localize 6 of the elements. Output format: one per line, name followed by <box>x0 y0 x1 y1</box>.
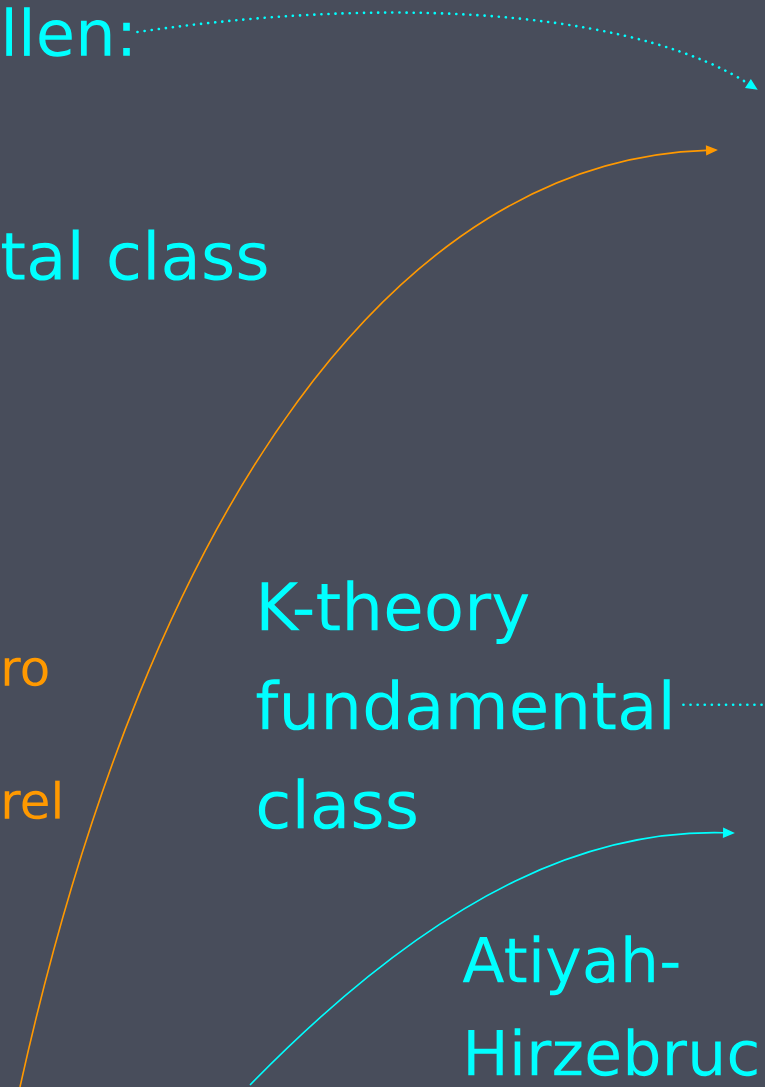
slide-text: K-theory fundamental class <box>256 580 670 830</box>
slide-text: llen: <box>6 7 130 57</box>
slide-text: ro <box>4 657 48 687</box>
slide-text: tal class <box>1 229 267 281</box>
slide-text: Atiyah- Hirzebruc <box>462 935 757 1077</box>
slide-text: rel <box>4 780 60 820</box>
